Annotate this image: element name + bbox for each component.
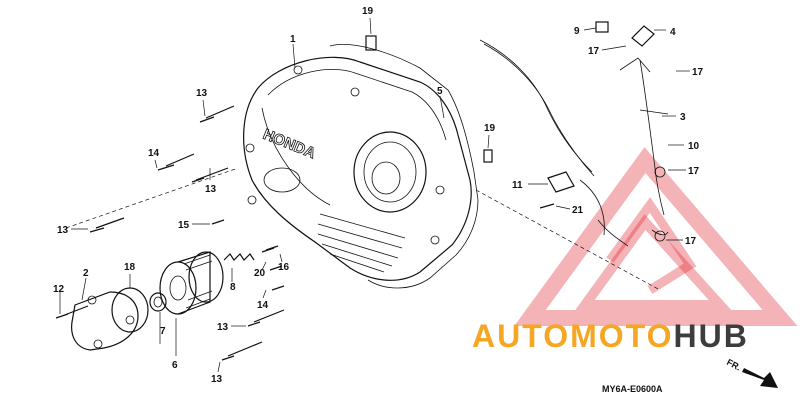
- cover-logo-text: HONDA: [261, 126, 319, 162]
- cap-o-ring: [111, 287, 149, 333]
- callout-2: 2: [83, 268, 89, 279]
- relief-spring: [223, 253, 255, 261]
- watermark-triangle-outer: [514, 147, 798, 326]
- callout-17-c: 17: [688, 166, 700, 177]
- oil-filter: [159, 251, 224, 315]
- front-arrow-icon: [742, 368, 778, 388]
- bolt-set: [55, 35, 493, 361]
- callout-6: 6: [172, 360, 178, 371]
- watermark-logo: [514, 147, 798, 326]
- callout-20: 20: [254, 268, 266, 279]
- callout-13-e: 13: [211, 374, 223, 385]
- front-label: FR.: [725, 357, 742, 373]
- callout-8: 8: [230, 282, 236, 293]
- callout-3: 3: [680, 112, 686, 123]
- callout-17-b: 17: [692, 67, 704, 78]
- front-direction-arrow: FR.: [725, 357, 778, 388]
- callout-labels: 1 2 3 4 5 6 7 8 9 10 11 12 13 13 13 13 1…: [53, 6, 704, 385]
- brand-wordmark-part2: HUB: [673, 318, 748, 354]
- callout-9: 9: [574, 26, 580, 37]
- callout-7: 7: [160, 326, 166, 337]
- sensor-harness: [479, 21, 669, 247]
- callout-4: 4: [670, 27, 676, 38]
- callout-21: 21: [572, 205, 584, 216]
- callout-13-b: 13: [205, 184, 217, 195]
- callout-1: 1: [290, 34, 296, 45]
- callout-12: 12: [53, 284, 65, 295]
- callout-17-d: 17: [685, 236, 697, 247]
- filter-cap: [71, 291, 139, 351]
- callout-17-a: 17: [588, 46, 600, 57]
- dashed-guides: [65, 167, 661, 291]
- callout-16: 16: [278, 262, 290, 273]
- brand-wordmark: AUTOMOTOHUB: [472, 318, 749, 354]
- brand-wordmark-part1: AUTOMOTO: [472, 318, 673, 354]
- watermark-triangle-inner: [575, 214, 732, 310]
- callout-14-a: 14: [148, 148, 160, 159]
- callout-13-a: 13: [196, 88, 208, 99]
- watermark-arrow-mark: [606, 197, 697, 294]
- diagram-code: MY6A-E0600A: [602, 384, 663, 394]
- callout-5: 5: [437, 86, 443, 97]
- spring-washer: [149, 292, 167, 312]
- callout-11: 11: [512, 180, 523, 191]
- callout-15: 15: [178, 220, 190, 231]
- callout-19-a: 19: [362, 6, 374, 17]
- callout-10: 10: [688, 141, 700, 152]
- callout-13-d: 13: [217, 322, 229, 333]
- cover-gasket: [329, 44, 479, 289]
- callout-14-b: 14: [257, 300, 269, 311]
- callout-13-c: 13: [57, 225, 69, 236]
- callout-18: 18: [124, 262, 136, 273]
- callout-19-b: 19: [484, 123, 496, 134]
